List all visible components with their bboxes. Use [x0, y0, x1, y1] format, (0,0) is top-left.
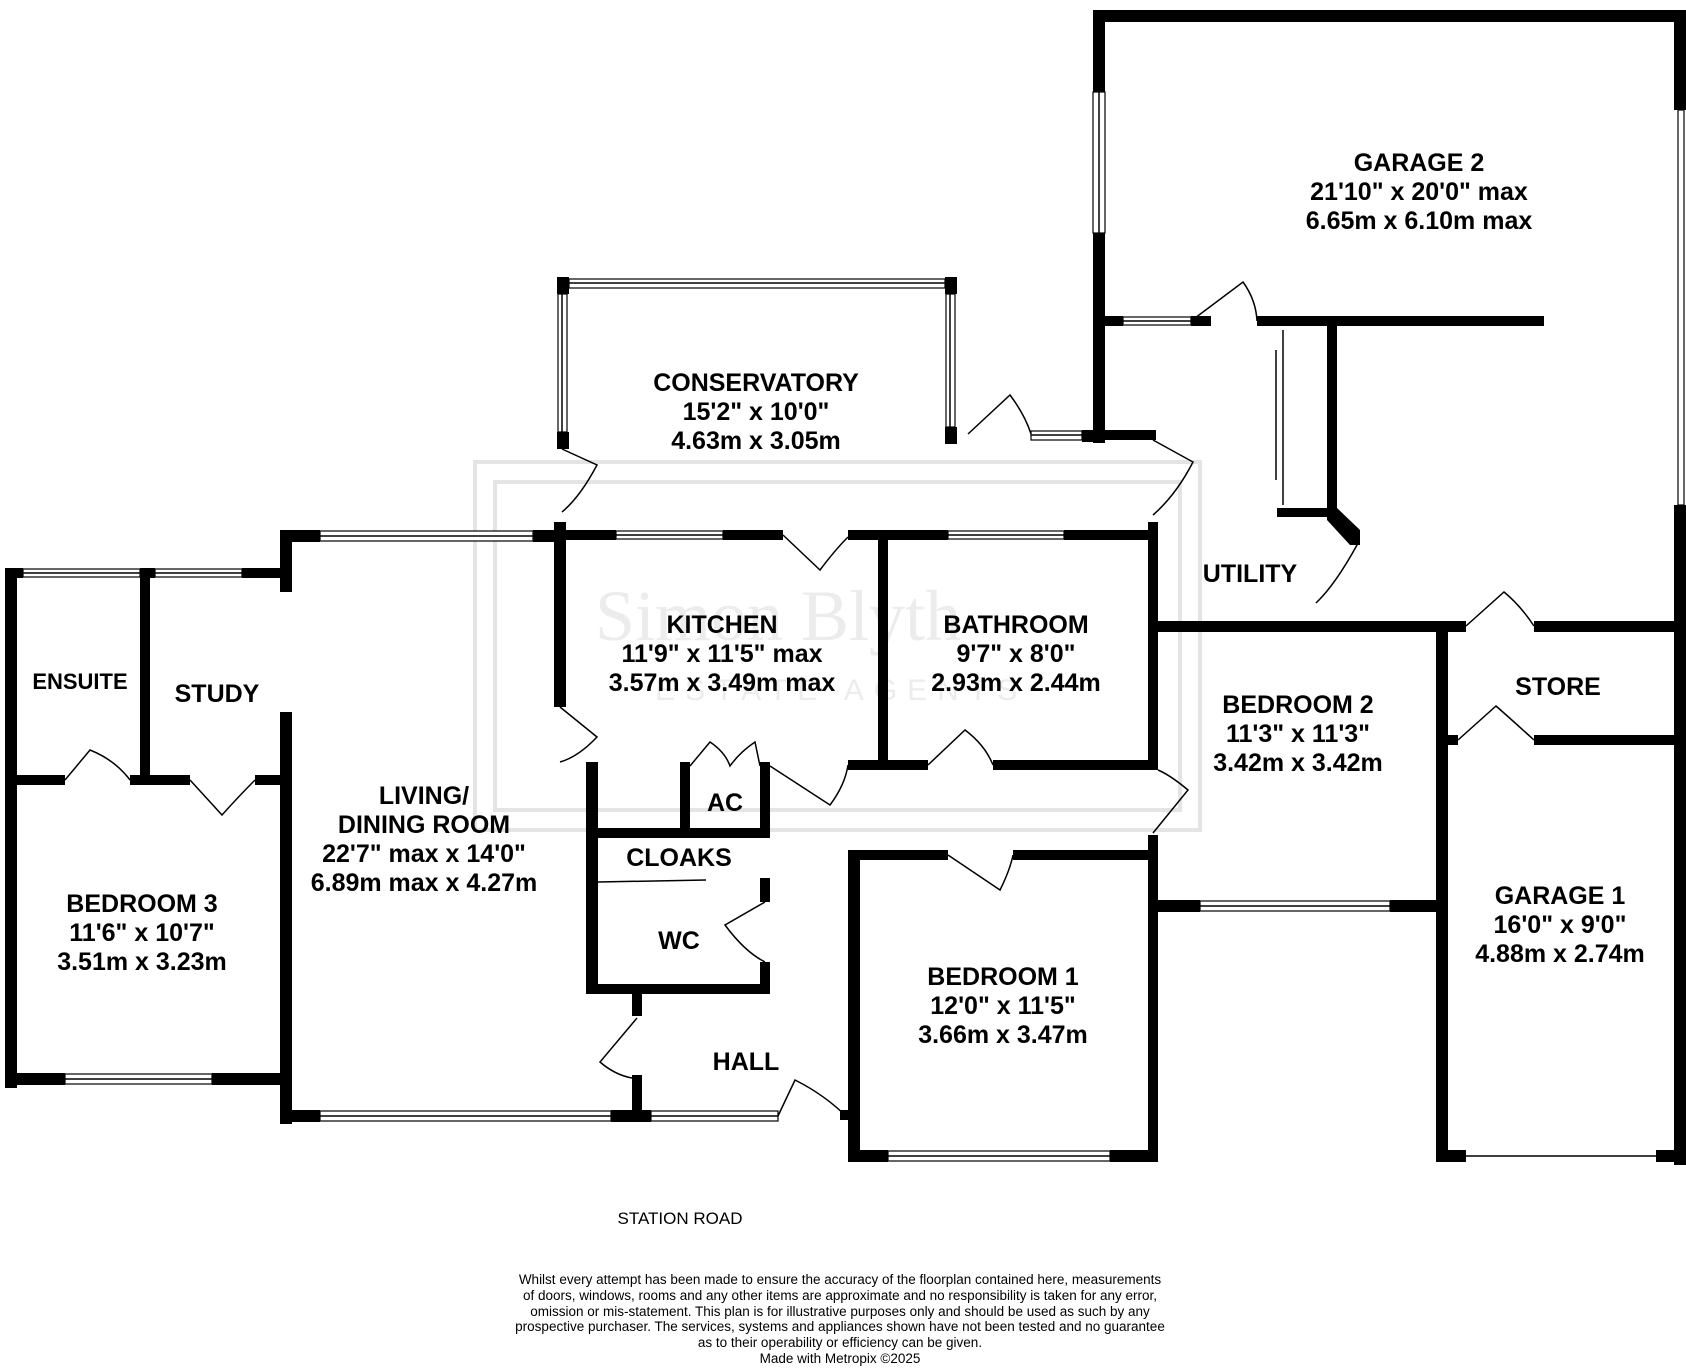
room-ac: AC [707, 789, 743, 817]
disclaimer: Whilst every attempt has been made to en… [330, 1272, 1350, 1367]
wc-name: WC [658, 927, 700, 955]
garage-1-imperial: 16'0" x 9'0" [1494, 911, 1627, 939]
kitchen-metric: 3.57m x 3.49m max [609, 669, 836, 697]
windows [22, 91, 1685, 1162]
bathroom-metric: 2.93m x 2.44m [931, 669, 1101, 697]
living-imperial: 22'7" max x 14'0" [322, 840, 526, 868]
living-name-line2: DINING ROOM [338, 811, 510, 839]
conservatory-name: CONSERVATORY [653, 369, 859, 397]
bedroom-2-imperial: 11'3" x 11'3" [1226, 720, 1370, 748]
garage-2-imperial: 21'10" x 20'0" max [1310, 178, 1528, 206]
watermark: Simon Blyth ESTATE AGENTS [473, 460, 1202, 832]
room-utility: UTILITY [1203, 560, 1298, 588]
disclaimer-line: as to their operability or efficiency ca… [697, 1335, 983, 1351]
watermark-subtitle: ESTATE AGENTS [655, 674, 1027, 707]
room-bathroom: BATHROOM 9'7" x 8'0" 2.93m x 2.44m [931, 611, 1101, 697]
garage-2-metric: 6.65m x 6.10m max [1306, 207, 1533, 235]
bedroom-3-imperial: 11'6" x 10'7" [69, 919, 214, 947]
bedroom-2-metric: 3.42m x 3.42m [1213, 749, 1383, 777]
utility-name: UTILITY [1203, 560, 1298, 588]
room-bedroom-3: BEDROOM 3 11'6" x 10'7" 3.51m x 3.23m [57, 890, 227, 976]
conservatory-metric: 4.63m x 3.05m [671, 427, 841, 455]
room-hall: HALL [713, 1048, 780, 1076]
room-garage-2: GARAGE 2 21'10" x 20'0" max 6.65m x 6.10… [1306, 149, 1533, 235]
disclaimer-credit: Made with Metropix ©2025 [759, 1350, 921, 1366]
room-wc: WC [658, 927, 700, 955]
bedroom-1-imperial: 12'0" x 11'5" [930, 992, 1075, 1020]
ac-name: AC [707, 789, 743, 817]
bathroom-imperial: 9'7" x 8'0" [956, 640, 1075, 668]
garage-1-metric: 4.88m x 2.74m [1475, 940, 1645, 968]
bedroom-3-metric: 3.51m x 3.23m [57, 948, 227, 976]
room-bedroom-2: BEDROOM 2 11'3" x 11'3" 3.42m x 3.42m [1213, 691, 1383, 777]
study-name: STUDY [175, 680, 260, 708]
bathroom-name: BATHROOM [943, 611, 1088, 639]
disclaimer-line: of doors, windows, rooms and any other i… [522, 1287, 1158, 1303]
disclaimer-line: omission or mis-statement. This plan is … [530, 1303, 1150, 1319]
watermark-brand: Simon Blyth [595, 576, 961, 656]
bedroom-1-metric: 3.66m x 3.47m [918, 1021, 1088, 1049]
bedroom-1-name: BEDROOM 1 [927, 963, 1079, 991]
bedroom-3-name: BEDROOM 3 [66, 890, 217, 918]
doors [64, 280, 1535, 1119]
room-kitchen: KITCHEN 11'9" x 11'5" max 3.57m x 3.49m … [609, 611, 836, 697]
living-name-line1: LIVING/ [379, 782, 469, 810]
disclaimer-line: Whilst every attempt has been made to en… [518, 1272, 1162, 1287]
ensuite-name: ENSUITE [32, 669, 127, 694]
room-ensuite: ENSUITE [32, 669, 127, 694]
kitchen-imperial: 11'9" x 11'5" max [621, 640, 822, 668]
room-living-dining: LIVING/ DINING ROOM 22'7" max x 14'0" 6.… [311, 782, 538, 897]
road-label: STATION ROAD [618, 1209, 743, 1228]
room-store: STORE [1515, 673, 1601, 701]
room-study: STUDY [175, 680, 260, 708]
living-metric: 6.89m max x 4.27m [311, 869, 538, 897]
garage-2-name: GARAGE 2 [1354, 149, 1485, 177]
conservatory-imperial: 15'2" x 10'0" [683, 398, 830, 426]
room-cloaks: CLOAKS [626, 844, 732, 872]
garage-1-name: GARAGE 1 [1495, 882, 1626, 910]
walls [5, 10, 1686, 1165]
room-conservatory: CONSERVATORY 15'2" x 10'0" 4.63m x 3.05m [653, 369, 859, 455]
kitchen-name: KITCHEN [666, 611, 777, 639]
disclaimer-line: prospective purchaser. The services, sys… [515, 1319, 1165, 1335]
bedroom-2-name: BEDROOM 2 [1222, 691, 1373, 719]
room-garage-1: GARAGE 1 16'0" x 9'0" 4.88m x 2.74m [1475, 882, 1645, 968]
cloaks-name: CLOAKS [626, 844, 732, 872]
room-bedroom-1: BEDROOM 1 12'0" x 11'5" 3.66m x 3.47m [918, 963, 1088, 1049]
store-name: STORE [1515, 673, 1601, 701]
hall-name: HALL [713, 1048, 780, 1076]
